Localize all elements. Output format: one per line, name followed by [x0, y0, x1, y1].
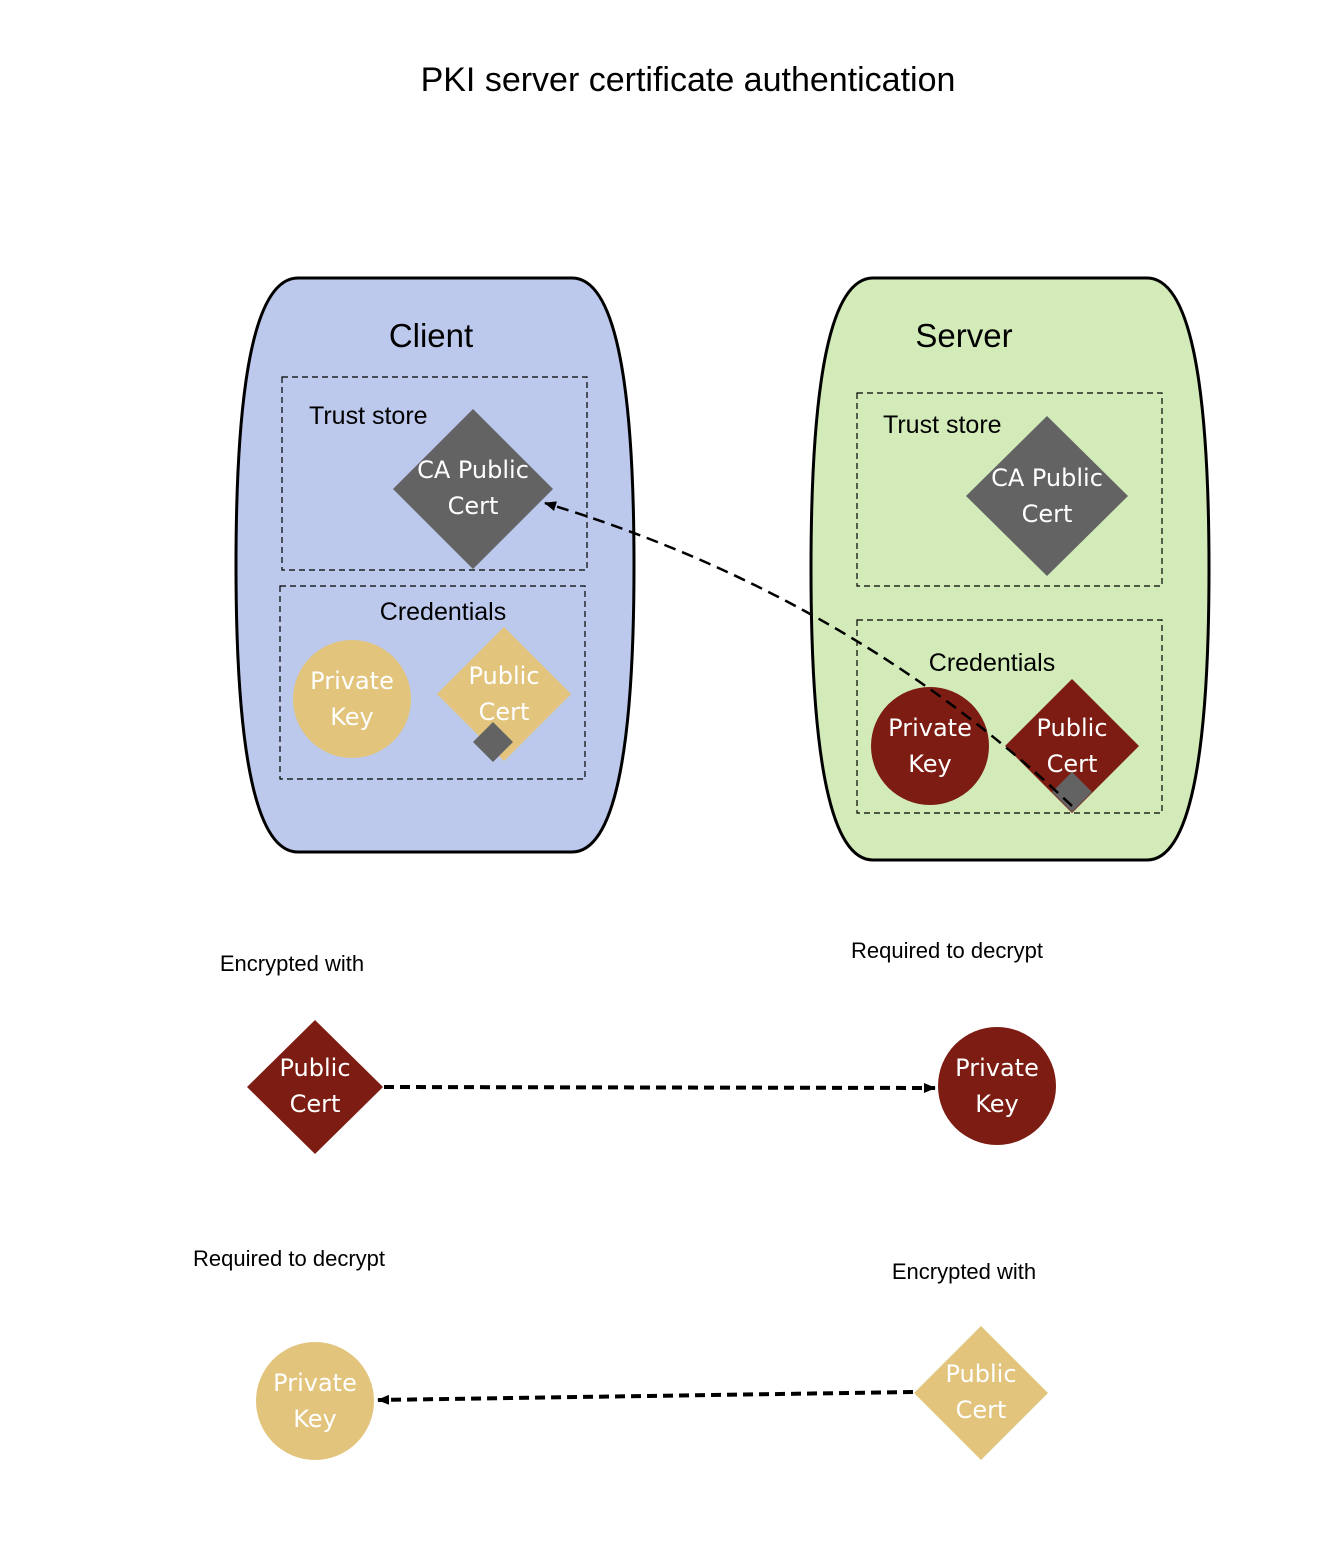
- legend1-private-key-line1: Private: [955, 1054, 1039, 1082]
- server-ca-cert: CA Public Cert: [966, 416, 1128, 576]
- client-public-cert-line1: Public: [468, 662, 539, 690]
- server-credentials: [856, 619, 1163, 814]
- legend1-public-cert: Public Cert: [247, 1020, 383, 1154]
- client-credentials: [279, 585, 586, 780]
- legend1-arrow: [383, 1082, 936, 1093]
- page-title: PKI server certificate authentication: [421, 61, 956, 99]
- verification-arrow: [544, 501, 1073, 807]
- legend1-private-key-line2: Key: [975, 1090, 1019, 1118]
- server-private-key-line2: Key: [908, 750, 952, 778]
- server-private-key-line1: Private: [888, 714, 972, 742]
- server-ca-cert-diamond: [966, 416, 1128, 576]
- client-title: Client: [389, 317, 473, 354]
- legend2-left-caption: Required to decrypt: [193, 1246, 385, 1271]
- client-public-cert-line2: Cert: [479, 698, 530, 726]
- client-public-cert-diamond: [437, 627, 571, 761]
- legend1-left-caption: Encrypted with: [220, 951, 364, 976]
- legend2-public-cert-diamond: [914, 1326, 1048, 1460]
- legend2-private-key: Private Key: [256, 1342, 374, 1460]
- client-ca-cert-line1: CA Public: [417, 456, 529, 484]
- server-ca-cert-line1: CA Public: [991, 464, 1103, 492]
- server-ca-cert-line2: Cert: [1022, 500, 1073, 528]
- legend1-private-key: Private Key: [938, 1027, 1056, 1145]
- legend1-public-cert-line1: Public: [279, 1054, 350, 1082]
- client-ca-cert-diamond: [393, 409, 553, 569]
- client-ca-cert-line2: Cert: [448, 492, 499, 520]
- legend2-public-cert-line1: Public: [945, 1360, 1016, 1388]
- legend2-public-cert: Public Cert: [914, 1326, 1048, 1460]
- client-node: Client Trust store CA Public Cert Creden…: [234, 276, 636, 854]
- client-trust-store-label: Trust store: [309, 402, 428, 430]
- server-public-cert-line1: Public: [1036, 714, 1107, 742]
- legend2-private-key-line2: Key: [293, 1405, 337, 1433]
- legend1-public-cert-diamond: [247, 1020, 383, 1154]
- client-private-key-circle: [293, 640, 411, 758]
- server-node: Server Trust store CA Public Cert Creden…: [809, 276, 1211, 862]
- client-ca-cert: CA Public Cert: [393, 409, 553, 569]
- server-credentials-label: Credentials: [929, 649, 1055, 677]
- client-private-key-line1: Private: [310, 667, 394, 695]
- legend2-public-cert-line2: Cert: [956, 1396, 1007, 1424]
- server-title: Server: [915, 317, 1012, 354]
- server-ca-signature-mark: [1052, 772, 1092, 812]
- legend2-private-key-circle: [256, 1342, 374, 1460]
- server-private-key: Private Key: [871, 687, 989, 805]
- server-public-cert: Public Cert: [1005, 679, 1139, 813]
- server-trust-store-label: Trust store: [883, 411, 1002, 439]
- legend1-right-caption: Required to decrypt: [851, 938, 1043, 963]
- server-public-cert-diamond: [1005, 679, 1139, 813]
- legend2-arrow: [377, 1390, 914, 1405]
- client-trust-store: [281, 376, 588, 571]
- client-credentials-label: Credentials: [380, 598, 506, 626]
- client-public-cert: Public Cert: [437, 627, 571, 762]
- legend2-private-key-line1: Private: [273, 1369, 357, 1397]
- legend-row-client-keys: Required to decrypt Encrypted with Priva…: [193, 1246, 1048, 1460]
- client-private-key-line2: Key: [330, 703, 374, 731]
- server-private-key-circle: [871, 687, 989, 805]
- legend1-private-key-circle: [938, 1027, 1056, 1145]
- server-container: [809, 276, 1211, 862]
- legend2-right-caption: Encrypted with: [892, 1259, 1036, 1284]
- client-ca-signature-mark: [473, 722, 513, 762]
- client-container: [234, 276, 636, 854]
- client-private-key: Private Key: [293, 640, 411, 758]
- legend1-public-cert-line2: Cert: [290, 1090, 341, 1118]
- server-trust-store: [856, 392, 1163, 587]
- legend-row-server-keys: Encrypted with Required to decrypt Publi…: [220, 938, 1056, 1154]
